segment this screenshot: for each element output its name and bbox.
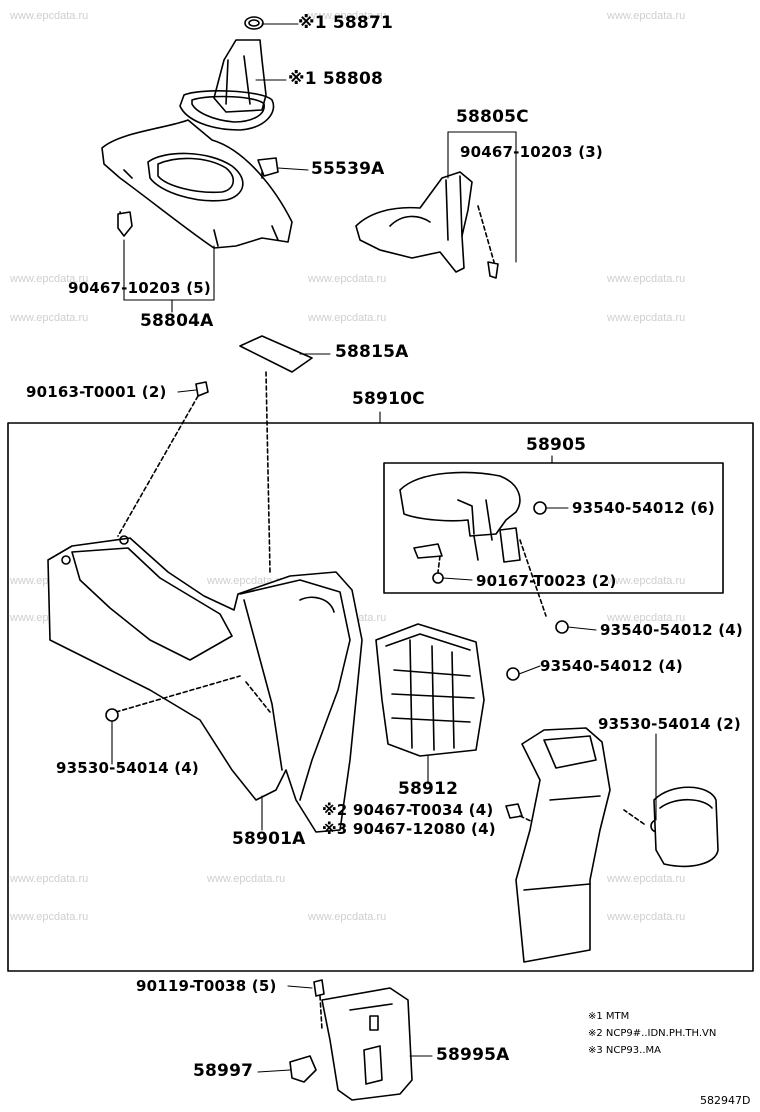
bracket-58805c-shape (355, 171, 499, 279)
part-label-93540-54012-4-right: 93540-54012 (4) (600, 621, 743, 639)
part-label-58804a: 58804A (140, 311, 214, 331)
part-label-90163-t0001-2: 90163-T0001 (2) (26, 383, 167, 401)
assembly-frame-58905 (383, 462, 724, 594)
bracket-58997-shape (289, 1055, 317, 1083)
screw-93530-left-shape (105, 708, 119, 722)
clip-90467-t0034-shape (505, 803, 523, 819)
screw-90167-shape (432, 572, 444, 584)
watermark: www.epcdata.ru (10, 911, 89, 923)
clip-55539a-shape (257, 157, 279, 179)
watermark: www.epcdata.ru (308, 911, 387, 923)
watermark: www.epcdata.ru (207, 873, 286, 885)
part-label-90467-12080-4: ※3 90467-12080 (4) (322, 820, 496, 838)
part-label-58995a: 58995A (436, 1045, 510, 1065)
watermark: www.epcdata.ru (308, 312, 387, 324)
part-label-58912: 58912 (398, 779, 459, 799)
part-label-58905: 58905 (526, 435, 587, 455)
watermark: www.epcdata.ru (10, 10, 89, 22)
diagram-code: 582947D (700, 1094, 751, 1107)
shift-knob-cap-shape (244, 16, 264, 30)
watermark: www.epcdata.ru (607, 273, 686, 285)
part-label-90467-10203-5: 90467-10203 (5) (68, 279, 211, 297)
screw-90119-shape (313, 979, 325, 997)
part-label-90119-t0038-5: 90119-T0038 (5) (136, 977, 277, 995)
watermark: www.epcdata.ru (607, 10, 686, 22)
leader-lines (111, 23, 657, 1073)
cover-pad-shape (653, 786, 719, 868)
note-1: ※1 MTM (588, 1011, 630, 1022)
part-label-93530-54014-4: 93530-54014 (4) (56, 759, 199, 777)
screw-93540-mid-shape (506, 667, 520, 681)
watermark: www.epcdata.ru (308, 273, 387, 285)
watermark: www.epcdata.ru (607, 575, 686, 587)
part-label-58871: ※1 58871 (298, 13, 394, 33)
screw-93540-right-shape (555, 620, 569, 634)
watermark: www.epcdata.ru (607, 873, 686, 885)
watermark: www.epcdata.ru (10, 273, 89, 285)
part-label-55539a: 55539A (311, 159, 385, 179)
bolt-90163-shape (195, 381, 209, 397)
note-3: ※3 NCP93..MA (588, 1045, 661, 1056)
part-label-93540-54012-6: 93540-54012 (6) (572, 499, 715, 517)
part-label-58910c: 58910C (352, 389, 425, 409)
part-label-90167-t0023-2: 90167-T0023 (2) (476, 572, 617, 590)
watermark: www.epcdata.ru (607, 612, 686, 624)
part-label-93530-54014-2: 93530-54014 (2) (598, 715, 741, 733)
screw-93540-lid-shape (533, 501, 547, 515)
armrest-lid-58905-shape (399, 471, 521, 563)
watermark: www.epcdata.ru (607, 312, 686, 324)
watermark: www.epcdata.ru (10, 873, 89, 885)
part-label-58808: ※1 58808 (288, 69, 384, 89)
bracket-58995a-shape (321, 987, 413, 1101)
console-panel-upper-shape (101, 119, 293, 249)
part-label-58815a: 58815A (335, 342, 409, 362)
console-body-58901a-shape (47, 535, 363, 833)
part-label-58901a: 58901A (232, 829, 306, 849)
clip-90467-shape (117, 211, 133, 237)
shift-lever-boot-shape (179, 39, 275, 131)
part-label-93540-54012-4-mid: 93540-54012 (4) (540, 657, 683, 675)
mat-58815a-shape (239, 335, 313, 373)
watermark: www.epcdata.ru (308, 10, 387, 22)
part-label-58997: 58997 (193, 1061, 254, 1081)
note-2: ※2 NCP9#..IDN.PH.TH.VN (588, 1028, 717, 1039)
watermark: www.epcdata.ru (607, 911, 686, 923)
part-label-58805c: 58805C (456, 107, 529, 127)
part-label-90467-t0034-4: ※2 90467-T0034 (4) (322, 801, 494, 819)
watermark: www.epcdata.ru (10, 312, 89, 324)
rear-console-shape (515, 727, 611, 963)
part-label-90467-10203-3: 90467-10203 (3) (460, 143, 603, 161)
storage-box-58912-shape (375, 623, 485, 757)
